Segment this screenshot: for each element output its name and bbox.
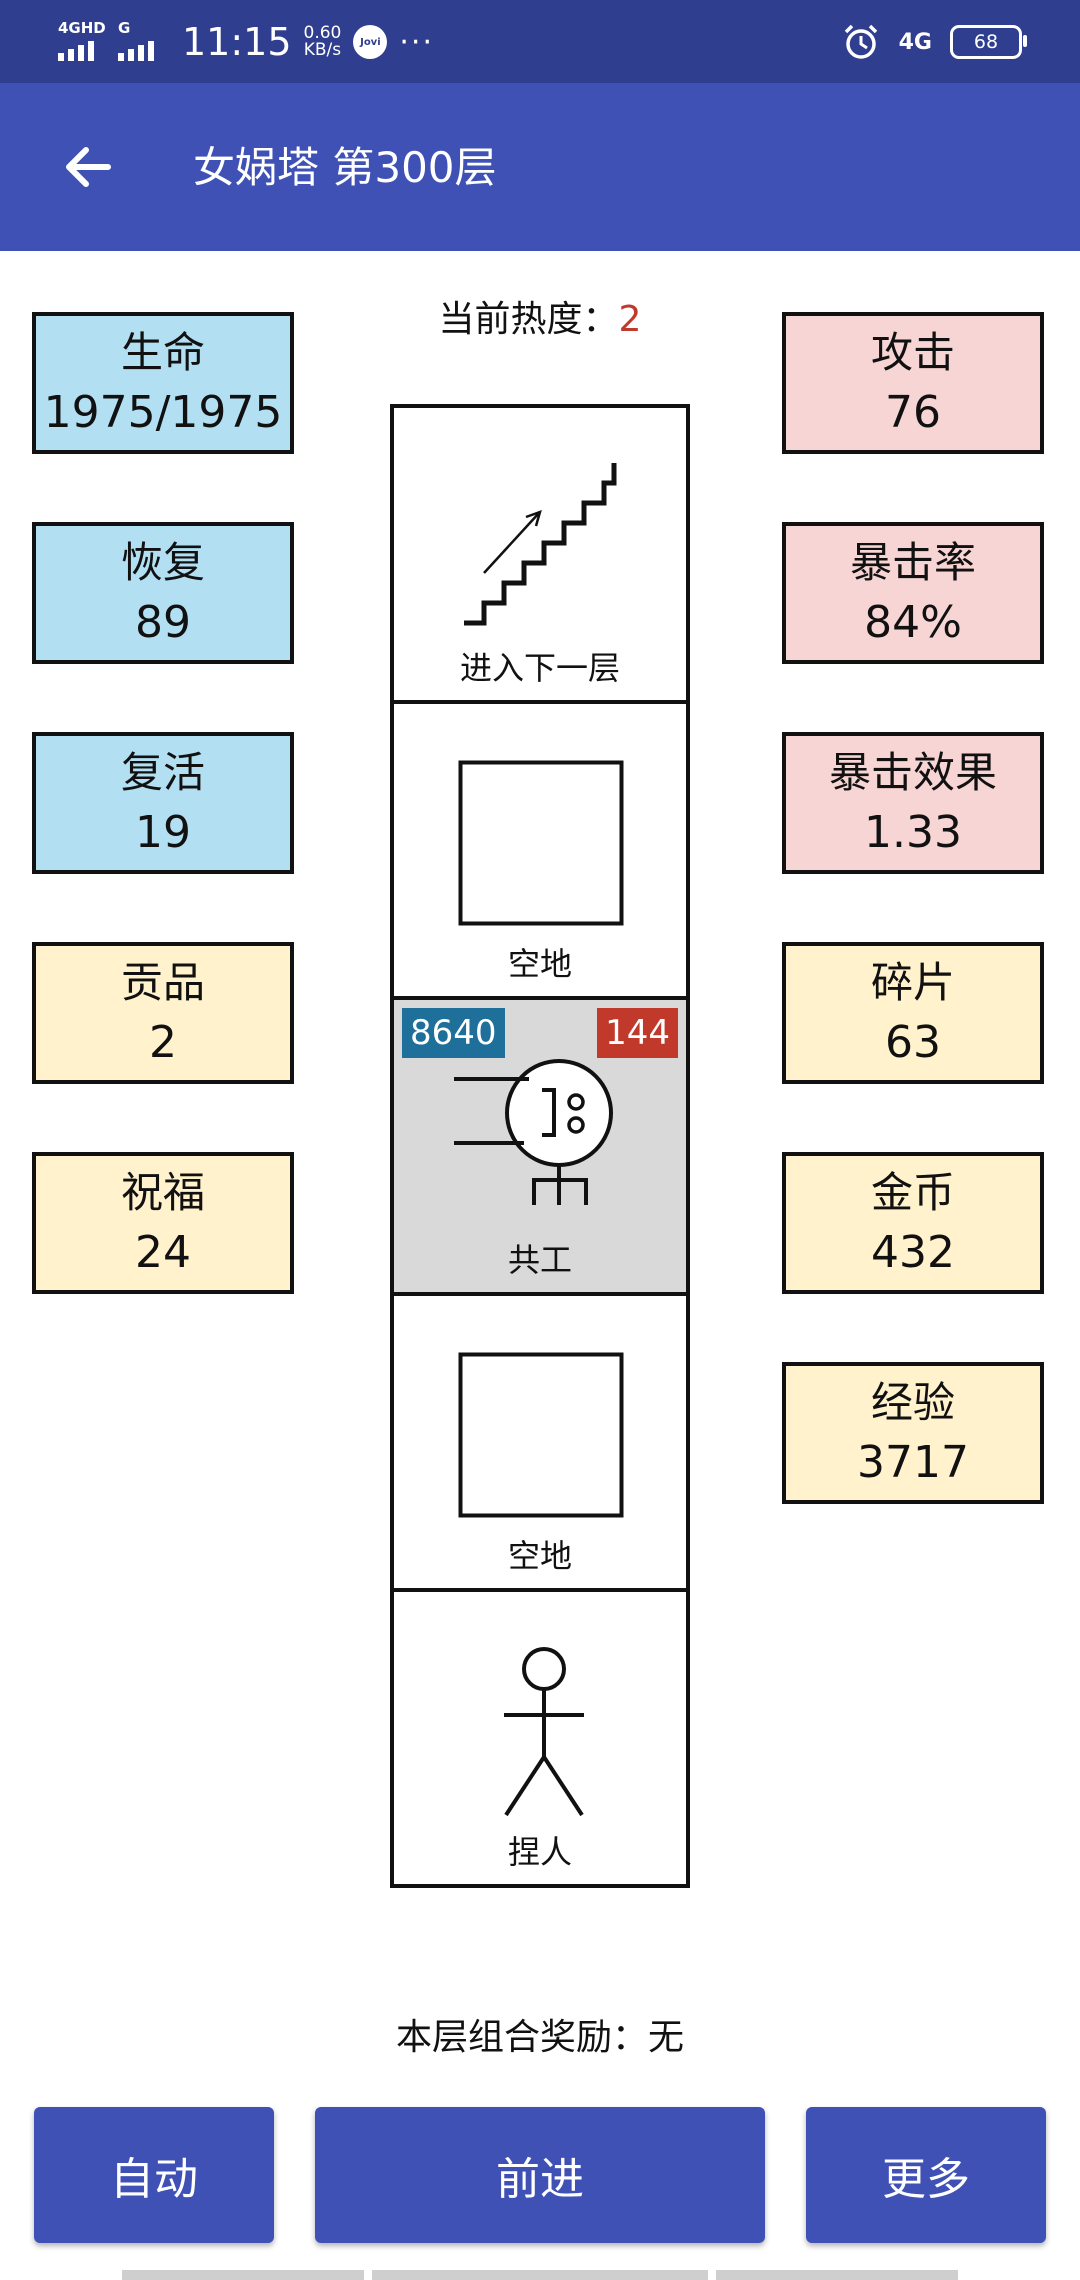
tower-cell-player[interactable]: 捏人 <box>390 1588 690 1888</box>
stat-box-revive: 复活 19 <box>32 732 294 874</box>
stat-label: 祝福 <box>120 1168 205 1217</box>
auto-button[interactable]: 自动 <box>34 2107 274 2243</box>
status-left: 4GHD G 11:15 0.60 KB/s Jovi ··· <box>58 14 434 70</box>
stat-value: 3717 <box>857 1437 969 1488</box>
tower-cell-empty[interactable]: 空地 <box>390 1292 690 1592</box>
empty-square-icon <box>458 1352 624 1518</box>
stat-value: 24 <box>135 1227 191 1278</box>
cell-label: 空地 <box>507 1537 572 1575</box>
stat-label: 金币 <box>870 1168 955 1217</box>
stick-figure-icon <box>504 1647 584 1817</box>
back-arrow-icon[interactable] <box>58 137 118 197</box>
speed-value: 0.60 <box>303 23 342 43</box>
heat-label: 当前热度： <box>438 299 619 340</box>
cell-label: 共工 <box>507 1241 572 1279</box>
more-button[interactable]: 更多 <box>806 2107 1046 2243</box>
network-speed: 0.60 KB/s <box>304 25 342 59</box>
stat-value: 432 <box>871 1227 955 1278</box>
stat-value: 63 <box>885 1017 941 1068</box>
clock: 11:15 <box>182 20 292 64</box>
stat-label: 暴击效果 <box>828 748 997 797</box>
cell-label: 空地 <box>507 945 572 983</box>
network-type-label-2: G <box>118 19 131 37</box>
stat-value: 84% <box>864 597 962 648</box>
stat-value: 19 <box>135 807 191 858</box>
floor-combo-reward: 本层组合奖励：无 <box>0 2008 1080 2068</box>
speed-unit: KB/s <box>303 40 342 60</box>
stat-label: 复活 <box>120 748 205 797</box>
stat-box-attack: 攻击 76 <box>782 312 1044 454</box>
stat-value: 1.33 <box>864 807 962 858</box>
stat-value: 89 <box>135 597 191 648</box>
stat-box-experience: 经验 3717 <box>782 1362 1044 1504</box>
signal-icon-4g: 4GHD <box>58 19 106 65</box>
enemy-hp-badge: 8640 <box>402 1008 505 1058</box>
jovi-icon: Jovi <box>353 25 388 59</box>
stat-value: 1975/1975 <box>43 387 283 438</box>
stat-box-regen: 恢复 89 <box>32 522 294 664</box>
scroll-hint-bar <box>716 2270 958 2280</box>
enemy-attack-badge: 144 <box>597 1008 678 1058</box>
stat-value: 76 <box>885 387 941 438</box>
stat-label: 碎片 <box>870 958 955 1007</box>
signal-icon-g: G <box>118 19 166 65</box>
enemy-figure-icon <box>454 1059 613 1205</box>
stat-label: 贡品 <box>120 958 205 1007</box>
alarm-icon <box>844 24 877 59</box>
stat-box-blessing: 祝福 24 <box>32 1152 294 1294</box>
stat-box-tribute: 贡品 2 <box>32 942 294 1084</box>
reward-value: 无 <box>648 2017 685 2058</box>
heat-value: 2 <box>618 299 642 340</box>
tower-cell-enemy[interactable]: 8640 144 共工 <box>390 996 690 1296</box>
battery-level: 68 <box>973 31 999 53</box>
stat-box-crit-effect: 暴击效果 1.33 <box>782 732 1044 874</box>
cell-label: 捏人 <box>507 1833 572 1871</box>
scroll-hint-bar <box>122 2270 364 2280</box>
scroll-hint-bar <box>372 2270 708 2280</box>
stat-box-gold: 金币 432 <box>782 1152 1044 1294</box>
network-4g-icon: 4G <box>898 29 932 55</box>
stat-box-crit-rate: 暴击率 84% <box>782 522 1044 664</box>
stat-label: 攻击 <box>870 328 955 377</box>
stat-label: 暴击率 <box>849 538 976 587</box>
network-type-label: 4GHD <box>58 19 106 37</box>
stat-label: 恢复 <box>120 538 205 587</box>
app-bar: 女娲塔 第300层 <box>0 83 1080 251</box>
stat-label: 生命 <box>120 328 205 377</box>
stat-value: 2 <box>149 1017 177 1068</box>
stat-label: 经验 <box>870 1378 955 1427</box>
heat-indicator: 当前热度：2 <box>0 290 1080 350</box>
tower-column: 进入下一层 空地 8640 144 共工 空地 捏人 <box>390 404 690 1888</box>
status-bar: 4GHD G 11:15 0.60 KB/s Jovi ··· 4G 68 <box>0 0 1080 83</box>
reward-label: 本层组合奖励： <box>395 2017 648 2058</box>
page-title: 女娲塔 第300层 <box>193 143 497 192</box>
tower-cell-empty[interactable]: 空地 <box>390 700 690 1000</box>
stairs-icon <box>464 463 617 626</box>
tower-cell-stairs[interactable]: 进入下一层 <box>390 404 690 704</box>
empty-square-icon <box>458 760 624 926</box>
stat-box-fragments: 碎片 63 <box>782 942 1044 1084</box>
cell-label: 进入下一层 <box>459 649 620 687</box>
status-right: 4G 68 <box>841 14 1027 70</box>
more-notifications-icon: ··· <box>399 24 434 60</box>
forward-button[interactable]: 前进 <box>315 2107 765 2243</box>
battery-icon: 68 <box>950 25 1027 59</box>
stat-box-hp: 生命 1975/1975 <box>32 312 294 454</box>
